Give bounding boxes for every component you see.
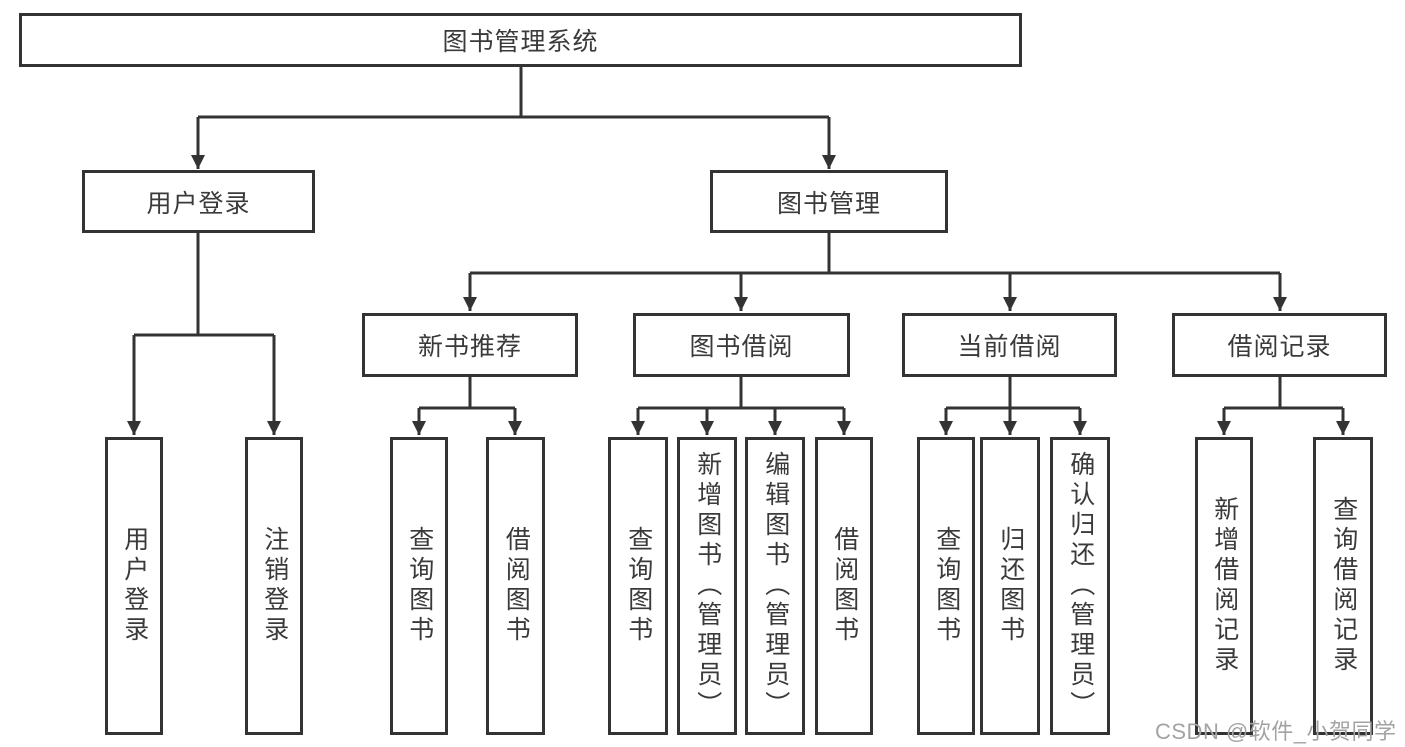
node-new-book-recommendation-label: 新书推荐 [417,333,522,361]
node-system-root: 图书管理系统 [19,13,1022,67]
node-book-borrowing-label: 图书借阅 [689,333,794,361]
node-book-management: 图书管理 [710,170,948,233]
node-system-root-label: 图书管理系统 [442,28,599,56]
leaf-user-login: 用户登录 [105,437,163,735]
leaf-borrowing-edit-books-admin: 编辑图书（管理员） [745,437,805,735]
leaf-borrowing-borrow-books: 借阅图书 [815,437,873,735]
leaf-recommend-borrow-books-label: 借阅图书 [502,526,531,646]
node-borrowing-records-label: 借阅记录 [1227,333,1332,361]
leaf-current-confirm-return-admin-label: 确认归还（管理员） [1066,451,1095,721]
leaf-borrowing-query-books: 查询图书 [608,437,668,735]
leaf-current-query-books-label: 查询图书 [932,526,961,646]
node-book-borrowing: 图书借阅 [633,313,850,377]
node-user-login: 用户登录 [82,170,315,233]
leaf-borrowing-borrow-books-label: 借阅图书 [830,526,859,646]
leaf-records-query-record-label: 查询借阅记录 [1329,496,1358,676]
leaf-borrowing-edit-books-admin-label: 编辑图书（管理员） [761,451,790,721]
leaf-user-login-label: 用户登录 [120,526,149,646]
node-current-borrowing-label: 当前借阅 [957,333,1062,361]
node-new-book-recommendation: 新书推荐 [362,313,578,377]
leaf-current-confirm-return-admin: 确认归还（管理员） [1050,437,1110,735]
node-borrowing-records: 借阅记录 [1172,313,1387,377]
leaf-borrowing-add-books-admin-label: 新增图书（管理员） [693,451,722,721]
leaf-recommend-query-books-label: 查询图书 [405,526,434,646]
node-user-login-label: 用户登录 [146,189,251,218]
node-book-management-label: 图书管理 [776,189,881,218]
leaf-logout-login: 注销登录 [245,437,303,735]
leaf-recommend-query-books: 查询图书 [390,437,448,735]
leaf-current-return-books: 归还图书 [980,437,1040,735]
node-current-borrowing: 当前借阅 [902,313,1117,377]
leaf-records-add-record: 新增借阅记录 [1195,437,1253,735]
leaf-current-return-books-label: 归还图书 [996,526,1025,646]
leaf-logout-login-label: 注销登录 [260,526,289,646]
leaf-borrowing-query-books-label: 查询图书 [624,526,653,646]
leaf-records-query-record: 查询借阅记录 [1313,437,1373,735]
leaf-borrowing-add-books-admin: 新增图书（管理员） [677,437,737,735]
leaf-recommend-borrow-books: 借阅图书 [486,437,545,735]
leaf-records-add-record-label: 新增借阅记录 [1210,496,1239,676]
leaf-current-query-books: 查询图书 [917,437,975,735]
csdn-watermark: CSDN @软件_小贺同学 [1155,719,1397,744]
